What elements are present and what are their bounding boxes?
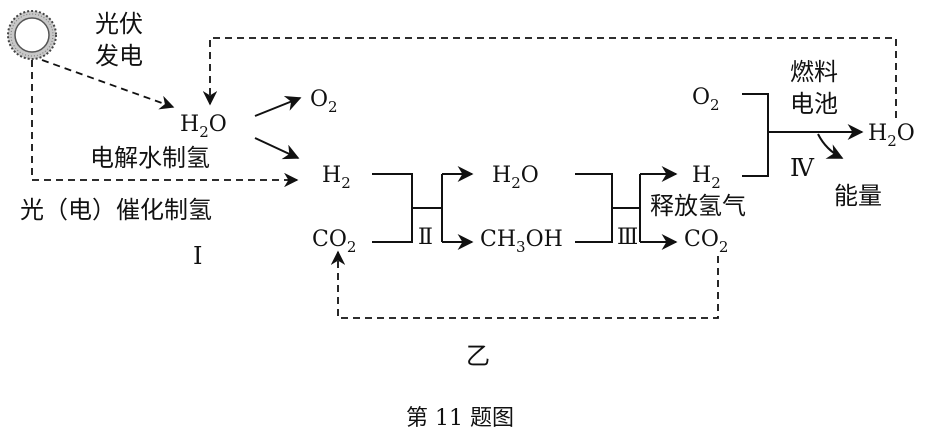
sun-icon [7,10,57,60]
hydrogen-mid: H2 [322,163,351,192]
co2-left: CO2 [312,227,356,256]
fuel-cell-label-line1: 燃料 [790,58,838,86]
release-hydrogen-label: 释放氢气 [650,192,746,220]
stage-3-label: Ⅲ [617,225,638,250]
fuel-cell-bracket [742,93,864,177]
methanol: CH3OH [480,227,563,256]
photocatalysis-arrow [31,60,299,188]
water-left: H2O [180,112,227,141]
stage-3-bracket [575,166,678,250]
stage-1-label: Ⅰ [193,242,202,270]
water-to-hydrogen-arrow [254,137,300,160]
electrolysis-label: 电解水制氢 [90,144,210,172]
stage-2-bracket [372,166,474,250]
pv-label-line1: 光伏 [95,10,143,38]
oxygen-right: O2 [692,85,720,114]
figure-caption: 第 11 题图 [406,406,514,431]
water-to-oxygen-arrow [254,95,302,117]
co2-cycle-loop [330,250,719,319]
water-product: H2O [868,121,915,150]
hydrogen-right: H2 [692,163,721,192]
stage-4-label: Ⅳ [790,154,815,182]
cycle-label: 乙 [466,342,490,370]
water-recycle-loop [202,37,897,118]
energy-label: 能量 [834,182,882,210]
pv-label-line2: 发电 [95,42,143,70]
oxygen-top: O2 [310,87,338,116]
co2-right: CO2 [684,227,728,256]
fuel-cell-label-line2: 电池 [790,90,838,118]
photocatalysis-label: 光（电）催化制氢 [20,196,212,224]
water-mid: H2O [492,163,539,192]
stage-2-label: Ⅱ [418,225,433,250]
